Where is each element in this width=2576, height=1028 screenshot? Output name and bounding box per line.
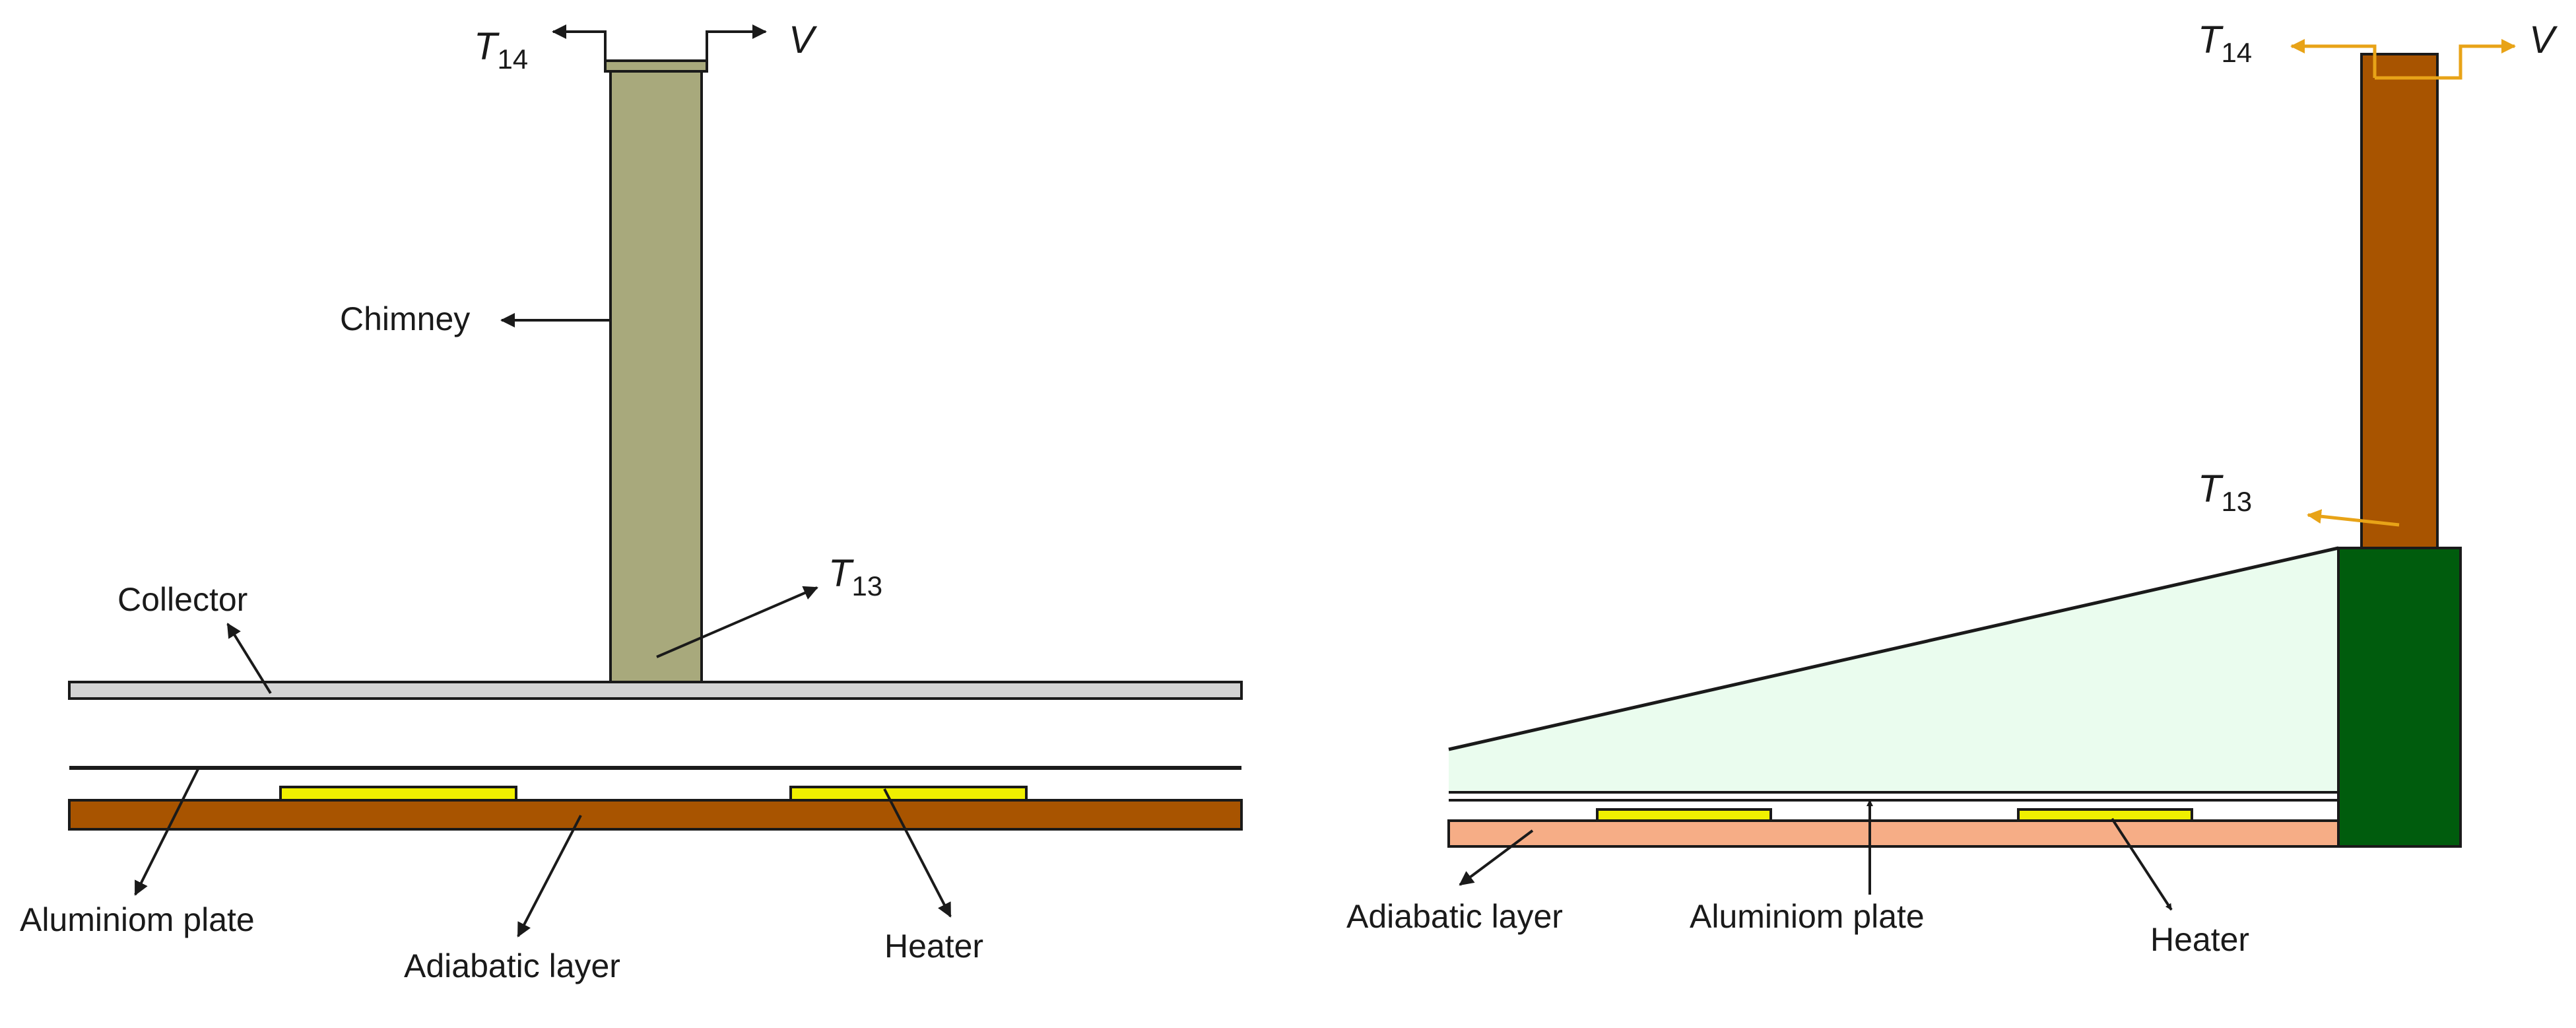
right-adiabatic-layer — [1447, 819, 2340, 848]
left-aluminium-pointer — [134, 769, 199, 896]
right-adiabatic-pointer — [1459, 829, 1534, 886]
right-adiabatic-label: Adiabatic layer — [1346, 898, 1563, 935]
left-symbol-t13: T13 — [828, 552, 882, 601]
right-outflow-arrow-t14 — [2290, 39, 2377, 78]
left-heater-label: Heater — [884, 928, 983, 965]
right-collector-top-edge — [1448, 546, 2339, 751]
right-symbol-t14: T14 — [2198, 18, 2252, 68]
left-t13-pointer — [656, 586, 818, 658]
left-outflow-arrow-t14 — [552, 24, 607, 71]
right-chimney — [2360, 53, 2439, 549]
left-collector-label: Collector — [117, 581, 248, 618]
right-heater-2 — [2017, 808, 2193, 822]
right-heater-1 — [1596, 808, 1772, 822]
right-heater-label: Heater — [2150, 921, 2249, 958]
right-outflow-arrow-v — [2375, 39, 2516, 80]
left-heater-2 — [789, 786, 1028, 802]
left-chimney — [609, 70, 703, 683]
left-adiabatic-pointer — [517, 815, 582, 938]
right-aluminium-label: Aluminiom plate — [1690, 898, 1925, 935]
left-collector-pointer — [226, 623, 272, 695]
right-heater-pointer — [2111, 817, 2173, 911]
left-outflow-arrow-v — [706, 24, 767, 71]
right-base-block — [2337, 547, 2462, 848]
right-symbol-t13: T13 — [2198, 467, 2252, 517]
left-heater-1 — [279, 786, 517, 802]
left-collector — [68, 681, 1243, 700]
right-symbol-v: V — [2529, 18, 2558, 61]
left-adiabatic-label: Adiabatic layer — [404, 947, 620, 984]
left-aluminium-label: Aluminiom plate — [20, 901, 255, 938]
left-symbol-v: V — [789, 18, 818, 61]
left-symbol-t14: T14 — [474, 25, 528, 75]
left-chimney-label: Chimney — [340, 300, 470, 337]
left-chimney-cap — [604, 59, 708, 73]
left-diagram: T14 V Chimney T13 Collector Aluminiom pl… — [20, 18, 1243, 984]
left-heater-pointer — [883, 788, 952, 918]
right-t13-pointer — [2307, 509, 2400, 527]
right-collector — [1449, 548, 2338, 792]
right-diagram: T14 V T13 Adiabatic layer Aluminiom plat… — [1346, 18, 2558, 958]
left-adiabatic-layer — [68, 799, 1243, 831]
